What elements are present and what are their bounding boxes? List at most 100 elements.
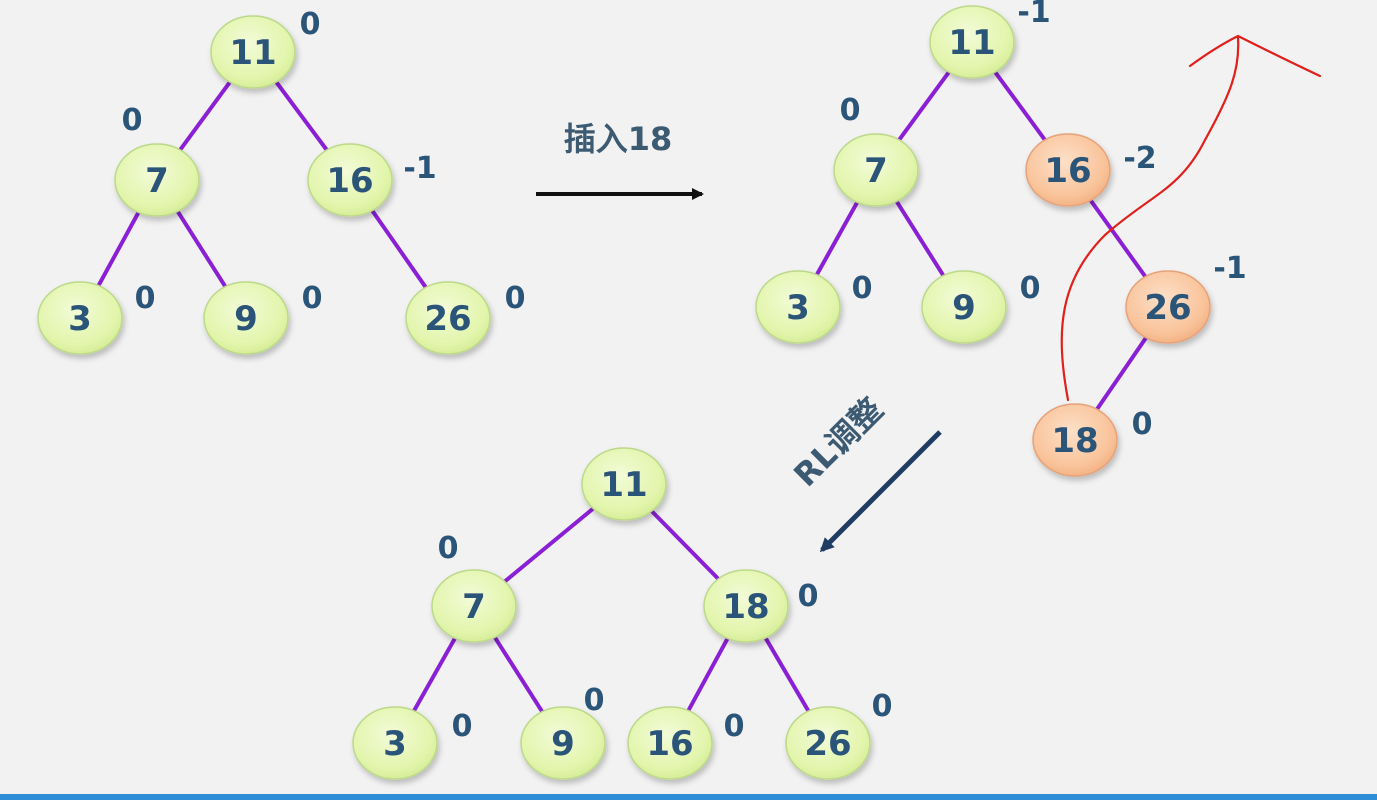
balance-factor: 0: [852, 271, 873, 306]
node-circle: [785, 706, 871, 780]
edge-after-rotation-7-3: [412, 636, 457, 713]
node-key: 9: [234, 299, 258, 339]
balance-factor: 0: [300, 7, 321, 42]
node-circle: [520, 706, 606, 780]
edge-before-16-26: [370, 208, 428, 290]
node-circle: [203, 281, 289, 355]
node-key: 11: [229, 33, 276, 73]
tree-node: 18 0: [703, 569, 819, 643]
balance-factor: 0: [724, 709, 745, 744]
bottom-accent-bar: [0, 794, 1377, 800]
node-circle: [352, 706, 438, 780]
node-circle: [210, 15, 296, 89]
node-key: 7: [462, 587, 486, 627]
node-circle: [627, 706, 713, 780]
balance-factor: 0: [438, 531, 459, 566]
edges-layer: [96, 70, 1148, 714]
node-circle: [37, 281, 123, 355]
edge-before-11-16: [274, 80, 329, 152]
node-circle: [929, 5, 1015, 79]
edge-after-insert-16-26: [1088, 198, 1148, 279]
balance-factor: 0: [872, 689, 893, 724]
balance-factor: 0: [798, 579, 819, 614]
node-key: 18: [722, 587, 769, 627]
tree-node: 70: [431, 531, 517, 643]
balance-factor: -1: [1017, 0, 1050, 30]
node-circle-unbalanced: [1125, 270, 1211, 344]
node-circle: [405, 281, 491, 355]
node-circle: [431, 569, 517, 643]
edge-after-rotation-11-7: [501, 505, 597, 585]
edge-after-insert-11-16: [993, 70, 1047, 142]
tree-node: 26 -1: [1125, 251, 1247, 344]
tree-node: 30: [37, 281, 156, 355]
node-circle: [833, 133, 919, 207]
tree-node: 11: [581, 447, 667, 521]
node-circle-unbalanced: [1025, 133, 1111, 207]
node-circle-unbalanced: [1032, 403, 1118, 477]
rotate-step: RL调整: [786, 390, 942, 553]
balance-factor: 0: [505, 281, 526, 316]
node-key: 7: [864, 151, 888, 191]
edge-before-7-9: [175, 209, 228, 289]
edge-after-rotation-11-18: [649, 508, 721, 582]
insert-step: 插入18: [536, 120, 704, 200]
balance-factor: 0: [452, 709, 473, 744]
edge-after-insert-7-9: [894, 199, 946, 278]
edge-after-rotation-18-26: [763, 636, 811, 713]
balance-factor: -1: [403, 151, 436, 186]
tree-node: 26 0: [785, 689, 893, 780]
node-circle: [114, 143, 200, 217]
annotation-stroke: [1060, 36, 1240, 402]
edge-before-7-3: [96, 211, 141, 287]
insert-step-label: 插入18: [564, 120, 673, 158]
edge-after-rotation-18-16: [686, 637, 730, 712]
tree-node: 70: [114, 103, 200, 217]
annotation-arrowhead: [1188, 34, 1322, 78]
node-circle: [703, 569, 789, 643]
node-key: 11: [948, 23, 995, 63]
node-circle: [921, 270, 1007, 344]
tree-node: 11 0: [210, 7, 321, 89]
balance-factor: -1: [1213, 251, 1246, 286]
edge-before-11-7: [178, 80, 232, 152]
balance-factor: 0: [840, 93, 861, 128]
rotate-step-label: RL调整: [786, 390, 890, 494]
node-key: 26: [804, 724, 851, 764]
tree-node: 16 -2: [1025, 133, 1157, 207]
edge-after-insert-26-18: [1095, 335, 1148, 412]
edge-after-rotation-7-9: [493, 635, 544, 714]
edge-after-insert-11-7: [897, 70, 951, 142]
node-key: 3: [68, 299, 92, 339]
tree-node: 26 0: [405, 281, 526, 355]
tree-node: 90: [520, 683, 606, 780]
node-key: 3: [786, 288, 810, 328]
balance-factor: 0: [122, 103, 143, 138]
tree-node: 11 -1: [929, 0, 1051, 79]
balance-factor: -2: [1123, 141, 1156, 176]
node-key: 26: [1144, 288, 1191, 328]
node-key: 9: [952, 288, 976, 328]
balance-factor: 0: [1020, 271, 1041, 306]
node-key: 9: [551, 724, 575, 764]
node-circle: [581, 447, 667, 521]
node-circle: [307, 143, 393, 217]
balance-factor: 0: [584, 683, 605, 718]
balance-factor: 0: [302, 281, 323, 316]
balance-factor: 0: [1132, 407, 1153, 442]
node-circle: [755, 270, 841, 344]
node-key: 7: [145, 161, 169, 201]
node-key: 26: [424, 299, 471, 339]
node-key: 16: [326, 161, 373, 201]
node-key: 16: [1044, 151, 1091, 191]
balance-factor: 0: [135, 281, 156, 316]
rotation-annotation-scribble: [1060, 34, 1322, 402]
